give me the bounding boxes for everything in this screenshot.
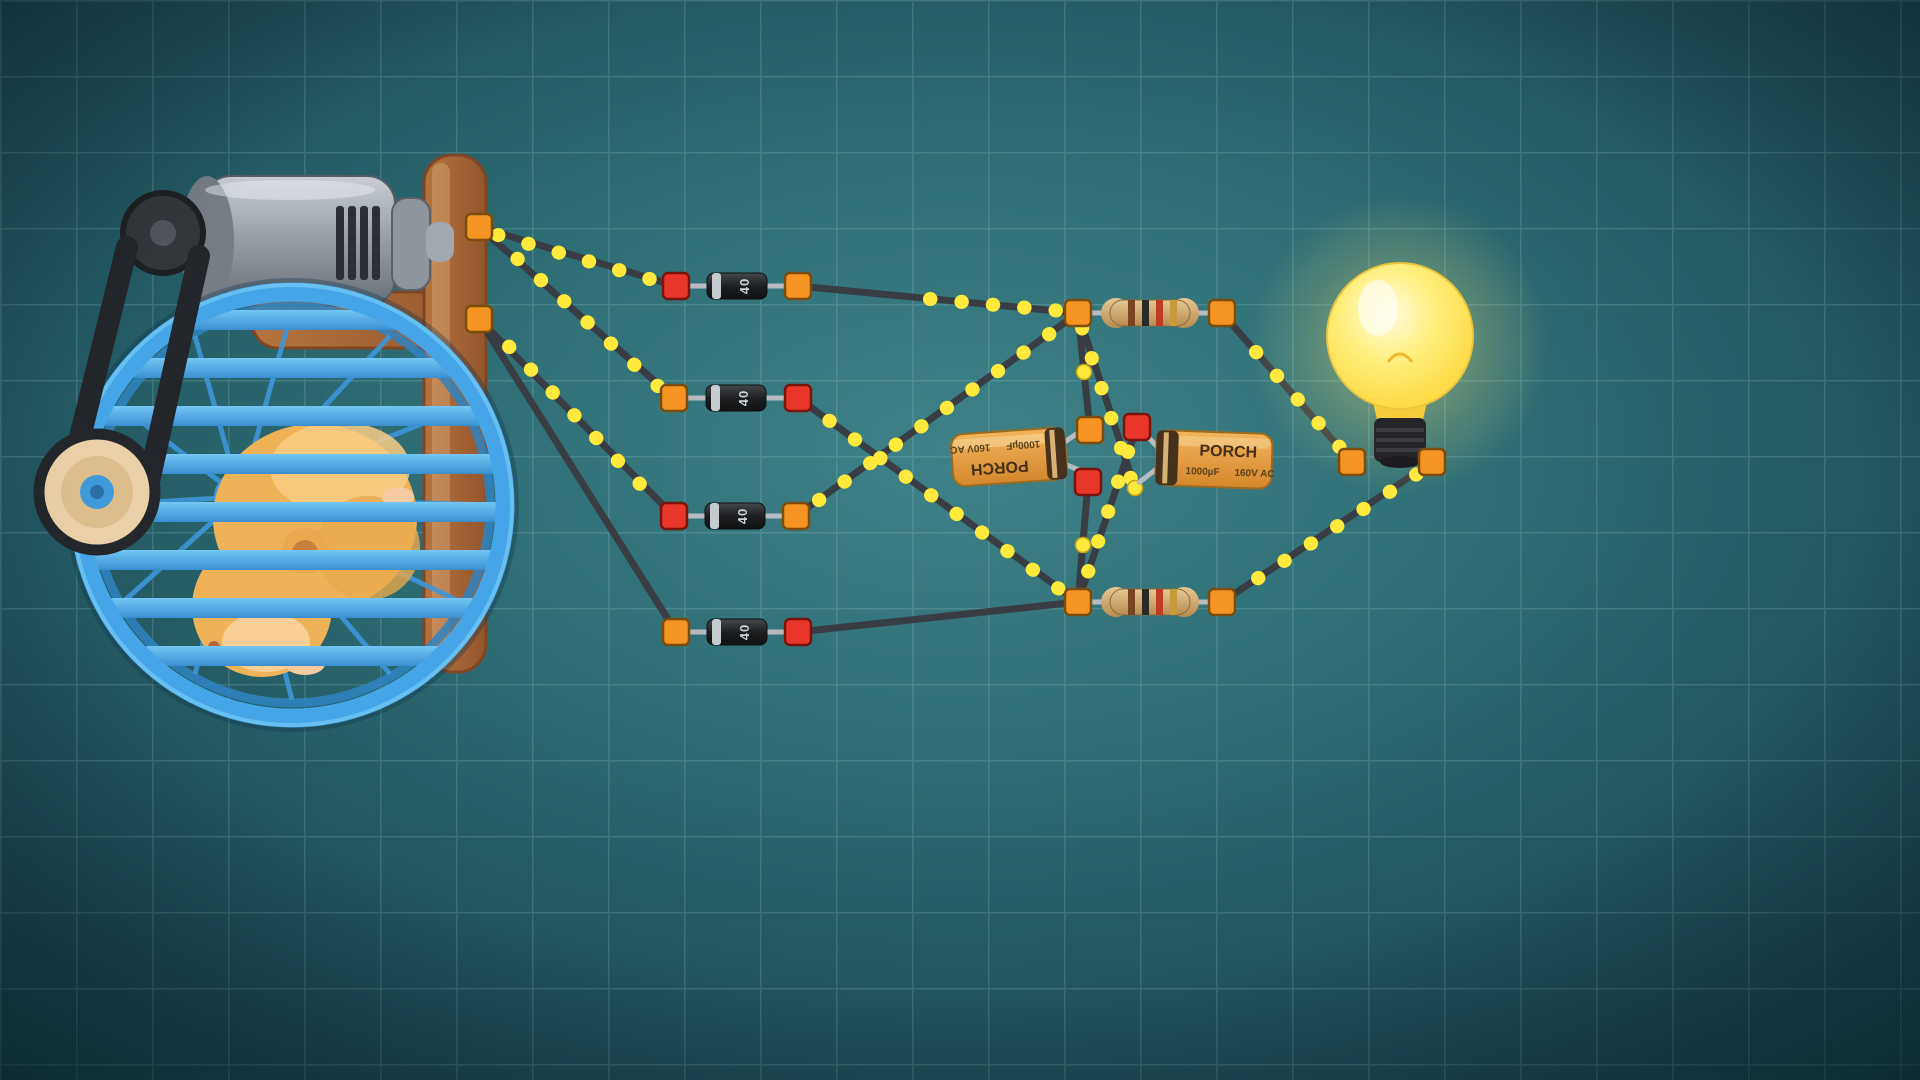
bulb-globe (1326, 262, 1474, 410)
bulb-base-tip (1380, 456, 1420, 468)
resistor-body (1109, 299, 1191, 327)
capacitor-capacitance: 1000µF (1185, 466, 1219, 478)
diode-band (710, 503, 719, 529)
resistor-band-gold (1170, 300, 1177, 326)
terminal-resistor2-right (1207, 587, 1237, 617)
diode-band (712, 619, 721, 645)
terminal-diode4-left (661, 617, 691, 647)
light-bulb (1250, 195, 1550, 495)
motor-rear-section (391, 197, 431, 291)
motor-shaft-hub (426, 222, 454, 262)
terminal-diode3-left (659, 501, 689, 531)
motor-vent (360, 206, 368, 280)
current-dot (1075, 363, 1093, 381)
terminal-bulb-right (1417, 447, 1447, 477)
terminal-generator-2 (464, 304, 494, 334)
capacitor-2: PORCH 1000µF 160V AC (1136, 429, 1275, 490)
wheel-rung (103, 598, 481, 618)
terminal-diode2-right (783, 383, 813, 413)
diode-band (712, 273, 721, 299)
resistor-1 (1088, 298, 1212, 328)
diode-label: 40 (735, 508, 750, 524)
resistor-band-black (1142, 300, 1149, 326)
capacitor-voltage: 160V AC (1234, 468, 1275, 480)
resistor-band-black (1142, 589, 1149, 615)
motor-highlight (205, 180, 375, 200)
terminal-capacitor-top-right (1122, 412, 1152, 442)
resistor-body (1109, 588, 1191, 616)
terminal-capacitor-bottom-left (1073, 467, 1103, 497)
capacitor-brand: PORCH (1199, 442, 1257, 461)
motor-pulley-cap (150, 220, 176, 246)
diode-band (711, 385, 720, 411)
diode-label: 40 (737, 624, 752, 640)
terminal-diode2-left (659, 383, 689, 413)
terminal-diode3-right (781, 501, 811, 531)
current-dot (1074, 536, 1092, 554)
resistor-band-brown (1128, 300, 1135, 326)
terminal-resistor1-right (1207, 298, 1237, 328)
diode-label: 40 (737, 278, 752, 294)
motor-vent (336, 206, 344, 280)
resistor-band-red (1156, 589, 1163, 615)
wheel-rung (84, 550, 500, 570)
terminal-diode4-right (783, 617, 813, 647)
terminal-capacitor-top-left (1075, 415, 1105, 445)
terminal-diode1-left (661, 271, 691, 301)
resistor-band-gold (1170, 589, 1177, 615)
wheel-pulley-cap-center (90, 485, 104, 499)
wheel-rung (139, 646, 445, 666)
motor-vent (348, 206, 356, 280)
resistor-band-red (1156, 300, 1163, 326)
terminal-bulb-left (1337, 447, 1367, 477)
motor-vent (372, 206, 380, 280)
terminal-diode1-right (783, 271, 813, 301)
diode-label: 40 (736, 390, 751, 406)
bulb-highlight (1358, 280, 1398, 336)
terminal-top-node (1063, 298, 1093, 328)
resistor-band-brown (1128, 589, 1135, 615)
terminal-generator-1 (464, 212, 494, 242)
terminal-bottom-node (1063, 587, 1093, 617)
resistor-2 (1088, 587, 1212, 617)
